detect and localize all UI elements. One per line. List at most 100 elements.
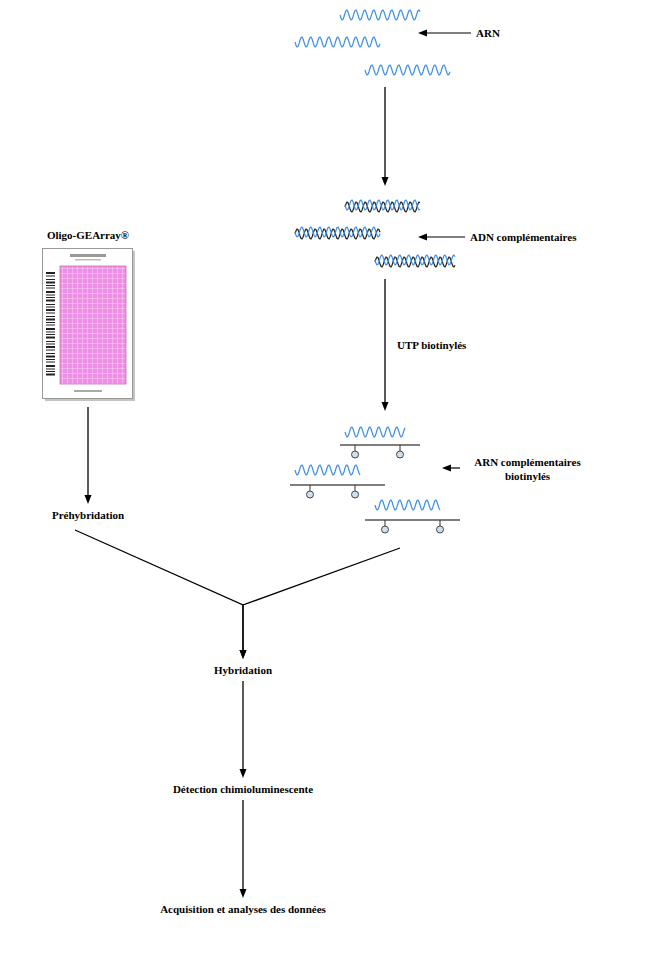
arrow-head bbox=[85, 495, 92, 504]
card-footer-mark bbox=[74, 390, 102, 392]
barcode-bar bbox=[46, 307, 55, 308]
barcode-bar bbox=[46, 332, 55, 333]
barcode-bar bbox=[46, 365, 55, 367]
biotin-dot bbox=[382, 526, 389, 533]
process-step: Préhybridation bbox=[52, 508, 124, 522]
pointer-head bbox=[418, 234, 427, 241]
arrow-head bbox=[240, 650, 247, 659]
biotin-stem bbox=[400, 445, 401, 451]
flow-arrow bbox=[240, 548, 401, 659]
connector-line bbox=[384, 87, 385, 177]
barcode-bar bbox=[46, 334, 55, 335]
pictured-step: ARN bbox=[290, 5, 520, 83]
step-label: Acquisition et analyses des données bbox=[160, 902, 326, 916]
biotin-dot bbox=[352, 491, 359, 498]
node-illustration bbox=[285, 415, 645, 540]
flow-arrow bbox=[382, 87, 389, 186]
cdna-picture bbox=[295, 200, 465, 267]
flow-arrow bbox=[85, 407, 92, 504]
barcode-bar bbox=[46, 350, 55, 351]
rna-picture bbox=[295, 10, 471, 75]
array-picture bbox=[43, 249, 136, 402]
barcode-bar bbox=[46, 337, 55, 339]
barcode-bar bbox=[46, 313, 55, 314]
pictured-step: ADN complémentaires bbox=[290, 190, 630, 275]
card-header-mark bbox=[70, 254, 106, 257]
connector-line bbox=[75, 530, 243, 650]
barcode-bar bbox=[46, 276, 55, 277]
pictured-step: ARN complémentaires biotinylés bbox=[285, 415, 645, 540]
barcode-bar bbox=[46, 328, 55, 330]
biotin-dot bbox=[307, 491, 314, 498]
barcode-bar bbox=[46, 374, 55, 376]
biotin-stem bbox=[355, 445, 356, 451]
strand-wave bbox=[375, 500, 440, 510]
barcode-bar bbox=[46, 279, 55, 280]
edge-label: UTP biotinylés bbox=[395, 338, 468, 352]
pictured-step: Oligo-GEArray® bbox=[30, 228, 146, 403]
process-step: Hybridation bbox=[214, 663, 272, 677]
connector-line bbox=[384, 279, 385, 402]
spot-grid bbox=[60, 266, 126, 384]
strand-wave bbox=[295, 227, 380, 237]
connector-line bbox=[242, 681, 243, 769]
biotin-dot bbox=[437, 526, 444, 533]
step-label: Préhybridation bbox=[52, 508, 124, 522]
barcode-bar bbox=[46, 319, 55, 321]
strand-wave bbox=[345, 200, 420, 210]
biotin-stem bbox=[440, 520, 441, 526]
arrow-head bbox=[240, 769, 247, 778]
barcode-bar bbox=[46, 316, 55, 317]
arrow-head bbox=[382, 177, 389, 186]
barcode-bar bbox=[46, 344, 55, 345]
rna-backbone bbox=[365, 519, 460, 520]
barcode-bar bbox=[46, 362, 55, 363]
step-label: ADN complémentaires bbox=[470, 230, 576, 244]
flow-arrow bbox=[382, 279, 389, 411]
barcode-bar bbox=[46, 371, 55, 372]
process-step: Détection chimioluminescente bbox=[173, 782, 313, 796]
barcode-bar bbox=[46, 297, 55, 298]
barcode-bar bbox=[46, 369, 55, 370]
barcode-bar bbox=[46, 325, 55, 326]
process-step: Acquisition et analyses des données bbox=[160, 902, 326, 916]
biotin-stem bbox=[385, 520, 386, 526]
barcode-bar bbox=[46, 282, 55, 284]
step-label: Hybridation bbox=[214, 663, 272, 677]
biotin-dot bbox=[352, 451, 359, 458]
barcode-bar bbox=[46, 359, 55, 360]
barcode-bar bbox=[46, 288, 55, 289]
barcode-bar bbox=[46, 304, 55, 305]
strand-wave bbox=[365, 65, 450, 75]
biotin-stem bbox=[355, 485, 356, 491]
connector-line bbox=[242, 800, 243, 889]
barcode-bar bbox=[46, 272, 55, 274]
strand-wave bbox=[345, 427, 405, 437]
rna-backbone bbox=[340, 444, 420, 445]
pointer-head bbox=[442, 465, 451, 472]
card-header-mark bbox=[75, 259, 101, 261]
barcode-bar bbox=[46, 341, 55, 342]
flow-arrow bbox=[240, 800, 247, 898]
strand-wave bbox=[340, 10, 420, 20]
pointer-head bbox=[418, 30, 427, 37]
array-illustration bbox=[42, 248, 137, 403]
pointer-line bbox=[451, 467, 460, 468]
flow-arrow bbox=[75, 530, 247, 659]
barcode-bar bbox=[46, 295, 55, 296]
connector-line bbox=[87, 407, 88, 495]
array-title: Oligo-GEArray® bbox=[30, 228, 146, 242]
barcode-bar bbox=[46, 300, 55, 302]
node-illustration bbox=[290, 5, 520, 83]
barcode-bar bbox=[46, 346, 55, 348]
arrow-head bbox=[240, 650, 247, 659]
barcode-bar bbox=[46, 356, 55, 358]
biotin-dot bbox=[397, 451, 404, 458]
array-card bbox=[43, 249, 133, 399]
step-label: Détection chimioluminescente bbox=[173, 782, 313, 796]
strand-wave bbox=[375, 255, 455, 265]
connector-line bbox=[243, 548, 400, 650]
barcode-bar bbox=[46, 291, 55, 293]
